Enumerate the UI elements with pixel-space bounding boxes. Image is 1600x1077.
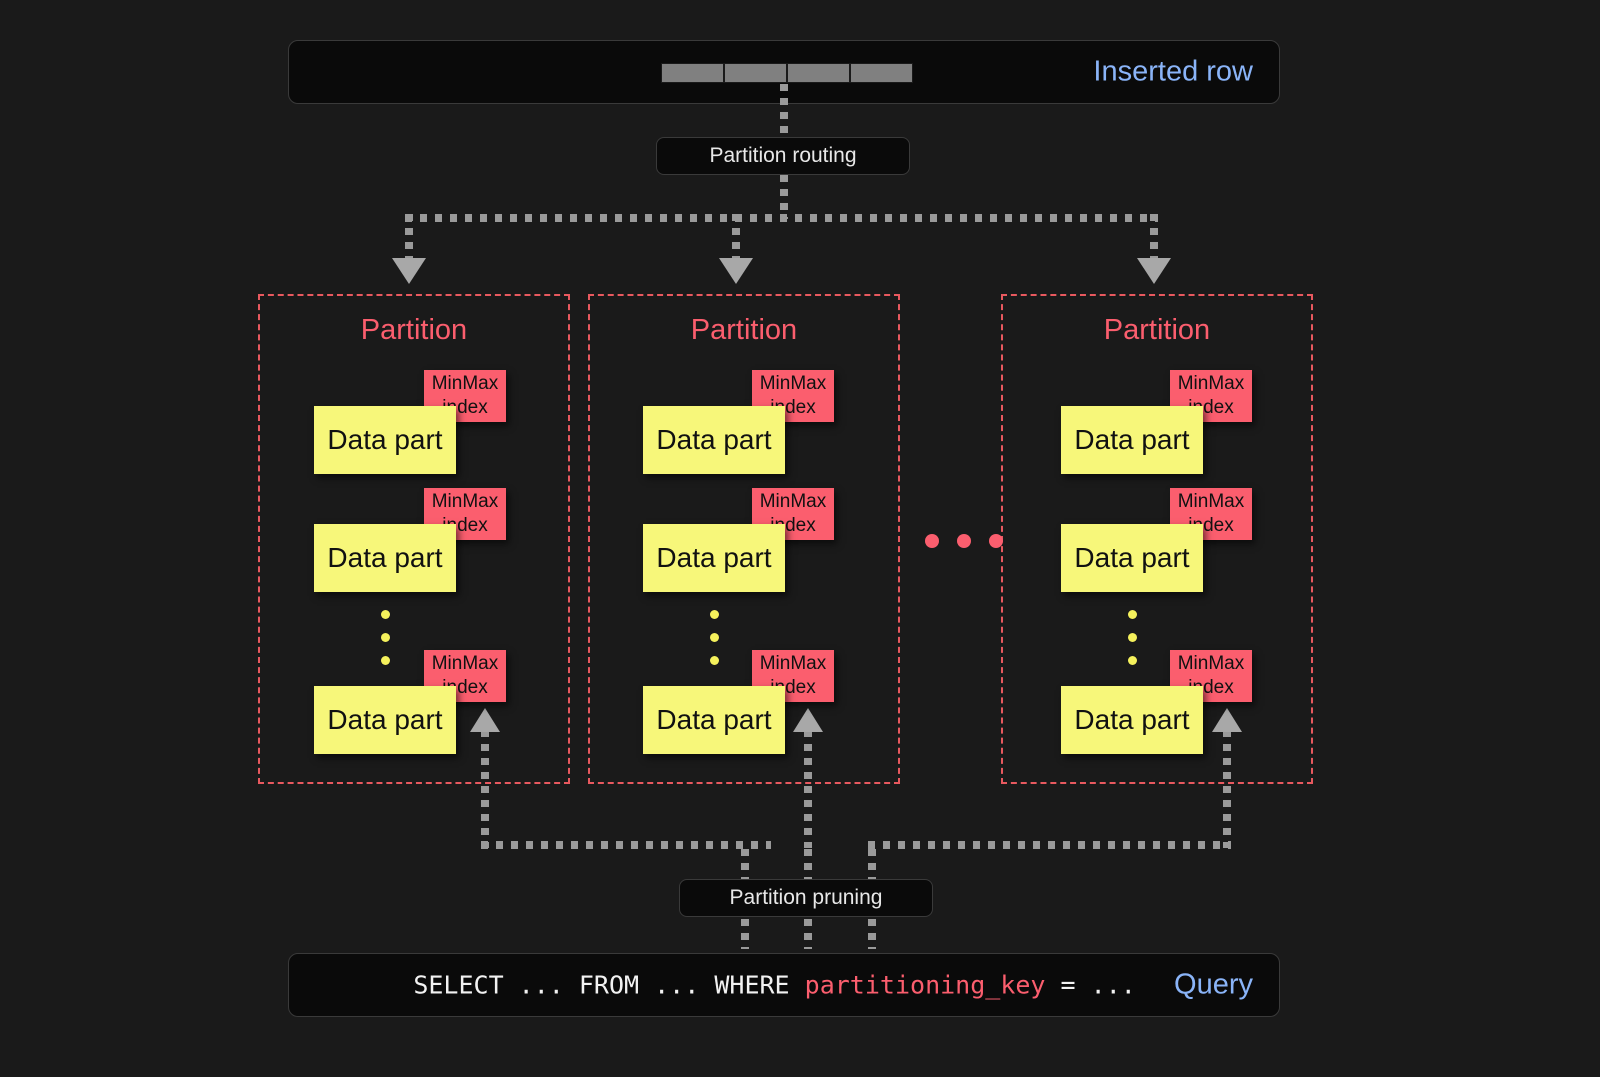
data-part-label: Data part xyxy=(656,542,772,573)
partition-1-title: Partition xyxy=(360,314,468,346)
data-part-label: Data part xyxy=(327,542,443,573)
partition-2-title: Partition xyxy=(690,314,798,346)
query-partitioning-key: partitioning_key xyxy=(804,970,1046,1000)
partition-3-title: Partition xyxy=(1103,314,1211,346)
ellipsis-dot xyxy=(381,610,390,619)
partition-3-data-part-3: Data part xyxy=(1061,686,1203,754)
row-cell xyxy=(787,63,850,83)
partition-routing-label: Partition routing xyxy=(709,144,857,167)
connector-pruning-to-partition-3 xyxy=(1223,730,1231,848)
partition-3-vertical-ellipsis xyxy=(1128,610,1137,679)
connector-pruning-to-partition-2 xyxy=(804,730,812,848)
data-part-label: Data part xyxy=(327,704,443,735)
arrow-up-partition-1-icon xyxy=(470,708,500,732)
inserted-row-label: Inserted row xyxy=(1093,55,1253,88)
connector-routing-bus xyxy=(405,214,1158,222)
connector-pruning-bus-left xyxy=(481,841,771,849)
partition-2-data-part-2: Data part xyxy=(643,524,785,592)
ellipsis-dot xyxy=(925,534,939,548)
ellipsis-dot xyxy=(957,534,971,548)
connector-pruning-bus-right xyxy=(868,841,1231,849)
ellipsis-dot xyxy=(381,633,390,642)
query-label: Query xyxy=(1174,968,1253,1001)
query-prefix: SELECT ... FROM ... WHERE xyxy=(413,970,805,1000)
partition-1-data-part-2: Data part xyxy=(314,524,456,592)
partition-1: Partition xyxy=(258,294,570,784)
partition-2-data-part-1: Data part xyxy=(643,406,785,474)
data-part-label: Data part xyxy=(1074,542,1190,573)
arrow-down-partition-2-icon xyxy=(719,258,753,284)
connector-bus-to-partition-2 xyxy=(732,214,740,262)
ellipsis-dot xyxy=(710,656,719,665)
partition-3-data-part-2: Data part xyxy=(1061,524,1203,592)
arrow-down-partition-3-icon xyxy=(1137,258,1171,284)
partition-1-vertical-ellipsis xyxy=(381,610,390,679)
data-part-label: Data part xyxy=(1074,704,1190,735)
partition-2-vertical-ellipsis xyxy=(710,610,719,679)
partition-2: Partition xyxy=(588,294,900,784)
partition-routing-box: Partition routing xyxy=(656,137,910,175)
partition-1-data-part-3: Data part xyxy=(314,686,456,754)
partition-pruning-label: Partition pruning xyxy=(729,886,883,909)
ellipsis-dot xyxy=(1128,633,1137,642)
inserted-row-cells xyxy=(661,63,913,83)
partition-2-data-part-3: Data part xyxy=(643,686,785,754)
connector-bus-to-partition-1 xyxy=(405,214,413,262)
arrow-down-partition-1-icon xyxy=(392,258,426,284)
ellipsis-dot xyxy=(710,633,719,642)
data-part-label: Data part xyxy=(1074,424,1190,455)
partition-1-data-part-1: Data part xyxy=(314,406,456,474)
data-part-label: Data part xyxy=(656,424,772,455)
arrow-up-partition-3-icon xyxy=(1212,708,1242,732)
data-part-label: Data part xyxy=(656,704,772,735)
ellipsis-dot xyxy=(989,534,1003,548)
row-cell xyxy=(850,63,913,83)
row-cell xyxy=(661,63,724,83)
connector-pruning-to-partition-1 xyxy=(481,730,489,848)
query-bar: SELECT ... FROM ... WHERE partitioning_k… xyxy=(288,953,1280,1017)
connector-bus-to-partition-3 xyxy=(1150,214,1158,262)
connector-routing-to-bus xyxy=(780,175,788,219)
arrow-up-partition-2-icon xyxy=(793,708,823,732)
partitions-horizontal-ellipsis xyxy=(925,534,1003,548)
connector-insert-to-routing xyxy=(780,84,788,142)
query-suffix: = ... xyxy=(1045,970,1136,1000)
row-cell xyxy=(724,63,787,83)
ellipsis-dot xyxy=(381,656,390,665)
query-sql-text: SELECT ... FROM ... WHERE partitioning_k… xyxy=(323,942,1136,1029)
ellipsis-dot xyxy=(710,610,719,619)
ellipsis-dot xyxy=(1128,610,1137,619)
partition-pruning-box: Partition pruning xyxy=(679,879,933,917)
data-part-label: Data part xyxy=(327,424,443,455)
ellipsis-dot xyxy=(1128,656,1137,665)
partition-3-data-part-1: Data part xyxy=(1061,406,1203,474)
